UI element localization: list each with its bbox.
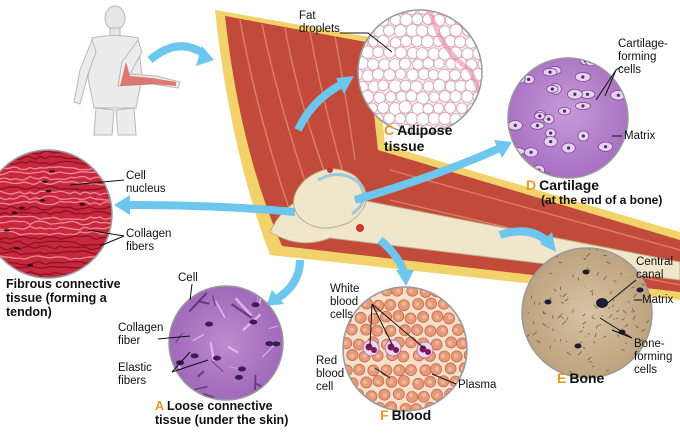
caption-cartilage-letter: D <box>526 177 537 193</box>
label-red-blood-cell: Red blood cell <box>316 355 345 393</box>
label-white-blood-cells: White blood cells <box>330 283 360 321</box>
arrow-to-arm <box>147 42 207 64</box>
arrow-to-adipose <box>294 80 344 132</box>
arrow-to-adipose-head <box>336 76 354 94</box>
caption-blood-text: Blood <box>391 407 432 423</box>
label-collagen-fibers: Collagen fibers <box>126 228 172 253</box>
caption-cartilage-text: Cartilage <box>539 177 600 193</box>
human-figure <box>73 5 181 136</box>
caption-loose-letter: A <box>155 399 165 413</box>
arrow-to-blood-head <box>396 270 414 286</box>
label-bone-forming-cells: Bone-forming cells <box>634 338 673 376</box>
label-collagen-fiber: Collagen fiber <box>118 322 164 347</box>
cartilage-micrograph <box>507 57 629 179</box>
arrow-to-bone-head <box>540 232 556 252</box>
label-matrix-cartilage: Matrix <box>624 130 656 142</box>
caption-adipose-text: Adipose tissue <box>384 122 453 154</box>
label-central-canal: Central canal <box>636 256 674 281</box>
caption-bone-text: Bone <box>569 370 605 386</box>
arrow-to-arm-head <box>196 46 214 66</box>
caption-blood-letter: F <box>380 407 389 423</box>
adipose-micrograph <box>357 9 483 135</box>
arrow-to-fibrous-head <box>114 195 130 215</box>
arrow-to-fibrous <box>127 201 296 216</box>
label-plasma: Plasma <box>458 379 497 391</box>
label-fat-droplets: Fat droplets <box>299 10 340 35</box>
label-matrix-bone: Matrix <box>642 294 674 306</box>
bone-micrograph <box>521 247 653 379</box>
leader-lines <box>69 32 642 385</box>
arrow-to-cartilage-head <box>494 140 512 158</box>
label-cartilage-forming-cells: Cartilage-forming cells <box>618 38 668 76</box>
caption-adipose-letter: C <box>384 122 395 138</box>
label-cell-nucleus: Cell nucleus <box>126 170 166 195</box>
caption-loose-text: Loose connective tissue (under the skin) <box>155 399 289 427</box>
arrow-to-loose-head <box>266 290 284 306</box>
label-elastic-fibers: Elastic fibers <box>118 362 152 387</box>
arrow-to-blood <box>377 236 408 274</box>
caption-cartilage-sub: (at the end of a bone) <box>541 193 663 207</box>
caption-fibrous: Fibrous connective tissue (forming a ten… <box>6 277 121 319</box>
fibrous-micrograph <box>0 149 113 279</box>
caption-bone-letter: E <box>557 370 567 386</box>
arrow-to-cartilage <box>353 144 502 204</box>
label-cell: Cell <box>178 272 198 284</box>
arrow-to-loose <box>272 259 304 304</box>
